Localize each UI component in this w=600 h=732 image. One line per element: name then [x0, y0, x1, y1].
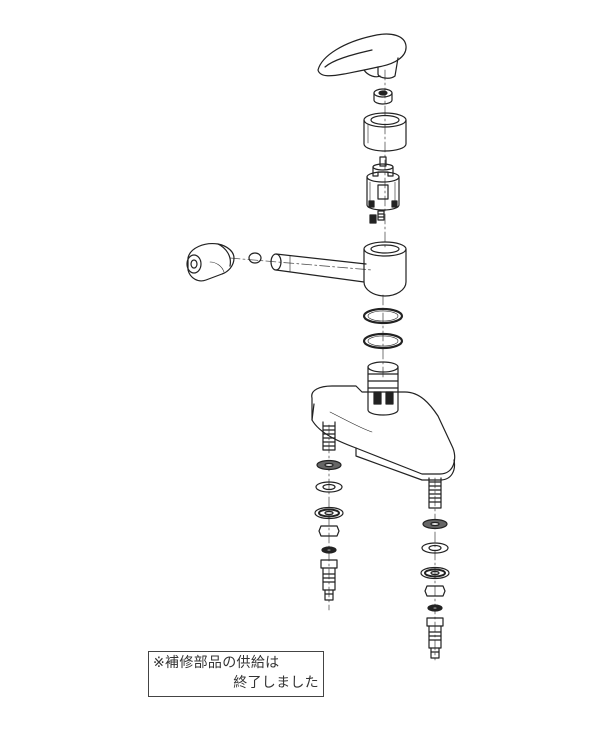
- notice-line-2: 終了しました: [233, 675, 319, 691]
- right-threaded-stud: [428, 477, 442, 509]
- right-mounting-stack: [420, 518, 450, 659]
- body-orings: [362, 307, 404, 350]
- centerlines: [229, 69, 436, 661]
- spout-arm: [270, 253, 367, 283]
- discontinued-notice: ※補修部品の供給は 終了しました: [148, 651, 324, 697]
- base-valve-body: [367, 361, 399, 416]
- cartridge: [366, 156, 400, 211]
- spout-body: [363, 241, 407, 297]
- spray-head: [186, 243, 235, 282]
- left-threaded-stud: [322, 421, 336, 451]
- cover-sleeve: [363, 112, 407, 152]
- small-screws: [369, 210, 385, 224]
- lever-handle: [317, 33, 407, 79]
- left-mounting-stack: [314, 459, 344, 601]
- small-oring: [248, 252, 262, 264]
- base-plate: [311, 385, 456, 481]
- notice-line-1: ※補修部品の供給は: [153, 655, 280, 671]
- cap-nut: [373, 88, 393, 105]
